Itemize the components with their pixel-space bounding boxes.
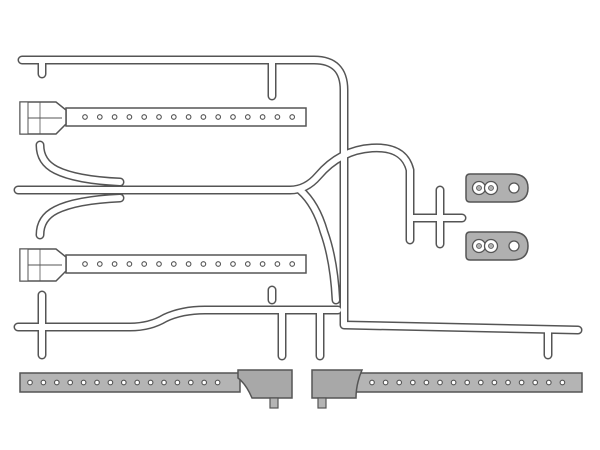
middle-strap-hole	[244, 261, 251, 267]
lower-left-strap-holes	[27, 379, 221, 386]
lower-left-strap-hole	[201, 379, 208, 386]
lower-right-strap-hole	[409, 379, 416, 386]
lower-right-strap-hole	[423, 379, 430, 386]
middle-strap	[19, 248, 307, 282]
runner-frame	[13, 55, 583, 361]
lower-left-strap-band	[19, 372, 241, 393]
upper-strap-hole	[141, 114, 148, 120]
lower-left-strap-hole	[27, 379, 33, 386]
upper-strap-hole	[200, 114, 207, 120]
upper-strap-hole	[96, 114, 103, 120]
lower-right-strap-hole	[396, 379, 403, 386]
middle-strap-hole	[96, 261, 103, 267]
upper-clip-hole-3	[508, 182, 520, 194]
upper-strap-hole	[126, 114, 133, 120]
middle-strap-hole	[200, 261, 207, 267]
middle-strap-hole	[126, 261, 133, 267]
upper-strap	[19, 101, 307, 135]
lower-left-strap-hole	[147, 379, 154, 386]
lower-right-strap-hole	[505, 379, 511, 386]
lower-left-strap-hole	[107, 379, 114, 386]
lower-left-strap-hole	[67, 379, 74, 386]
lower-left-strap-hole	[80, 379, 87, 386]
upper-strap-buckle	[19, 101, 67, 135]
middle-strap-hole	[82, 261, 88, 267]
middle-strap-holes	[82, 261, 296, 267]
upper-strap-hole	[111, 114, 118, 120]
lower-right-strap-hole	[559, 379, 566, 386]
lower-right-strap-peg	[317, 397, 327, 409]
middle-strap-hole	[230, 261, 236, 267]
lower-left-strap-keeper	[237, 369, 293, 399]
lower-right-strap-hole	[464, 379, 471, 386]
lower-right-strap-hole	[477, 379, 484, 386]
upper-strap-hole	[215, 114, 222, 120]
lower-right-strap-hole	[382, 379, 389, 386]
lower-right-strap-keeper	[311, 369, 364, 399]
lower-right-strap-hole	[532, 379, 539, 386]
lower-left-strap-peg	[269, 397, 279, 409]
upper-strap-hole	[289, 114, 296, 120]
lower-left-strap-hole	[161, 379, 167, 386]
upper-strap-holes	[82, 114, 296, 120]
lower-left-strap-hole	[134, 379, 141, 386]
lower-left-strap-hole	[214, 379, 221, 386]
lower-left-strap-hole	[120, 379, 127, 386]
lower-left-strap-hole	[187, 379, 194, 386]
lower-right-strap-hole	[491, 379, 498, 386]
middle-strap-hole	[289, 261, 296, 267]
middle-strap-hole	[170, 261, 177, 267]
lower-left-strap	[19, 369, 293, 409]
middle-strap-buckle	[19, 248, 67, 282]
middle-strap-hole	[141, 261, 148, 267]
upper-strap-hole	[259, 114, 266, 120]
lower-clip-hole-3	[508, 240, 520, 252]
lower-left-strap-hole	[53, 379, 60, 386]
upper-strap-hole	[230, 114, 236, 120]
lower-right-strap	[311, 369, 583, 409]
upper-strap-hole	[82, 114, 88, 120]
upper-strap-hole	[156, 114, 162, 120]
upper-strap-hole	[244, 114, 251, 120]
middle-strap-hole	[274, 261, 281, 267]
middle-strap-hole	[111, 261, 118, 267]
upper-strap-hole	[170, 114, 177, 120]
upper-strap-hole	[185, 114, 192, 120]
middle-strap-hole	[259, 261, 266, 267]
lower-left-strap-hole	[40, 379, 47, 386]
middle-strap-hole	[185, 261, 192, 267]
lower-right-strap-hole	[545, 379, 552, 386]
lower-right-strap-hole	[369, 379, 375, 386]
upper-strap-hole	[274, 114, 281, 120]
lower-clip	[465, 231, 529, 261]
lower-right-strap-hole	[437, 379, 443, 386]
lower-right-strap-holes	[369, 379, 566, 386]
middle-strap-hole	[215, 261, 222, 267]
lower-right-strap-hole	[450, 379, 457, 386]
lower-left-strap-hole	[174, 379, 181, 386]
upper-clip	[465, 173, 529, 203]
middle-strap-hole	[156, 261, 162, 267]
lower-left-strap-hole	[94, 379, 100, 386]
lower-right-strap-hole	[518, 379, 525, 386]
